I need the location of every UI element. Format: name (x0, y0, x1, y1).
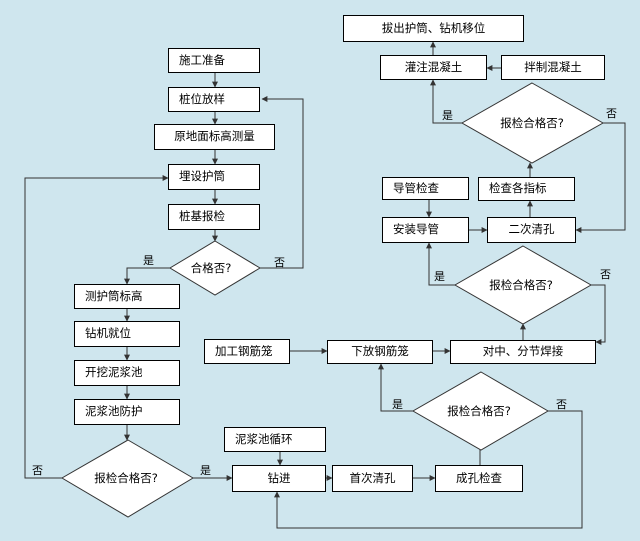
decision-diamond-inspect-4 (460, 82, 605, 164)
step-lower-rebar: 下放钢筋笼 (327, 340, 433, 364)
decision-diamond-inspect-3 (453, 245, 593, 325)
step-pull-casing: 拔出护筒、钻机移位 (343, 15, 524, 42)
decision-text-qualified: 合格否? (190, 261, 232, 275)
edge-label-no: 否 (600, 268, 611, 281)
step-dig-mud-pit: 开挖泥浆池 (74, 360, 180, 386)
step-install-tremie: 安装导管 (382, 217, 469, 243)
edge-label-yes: 是 (392, 398, 403, 411)
step-hole-inspect: 成孔检查 (435, 465, 523, 492)
edge-label-yes: 是 (143, 254, 154, 267)
step-bury-casing: 埋设护筒 (168, 164, 260, 190)
step-process-rebar: 加工钢筋笼 (204, 339, 290, 364)
step-measure-casing-elev: 测护筒标高 (74, 284, 180, 309)
edge-label-no: 否 (606, 107, 617, 120)
edge-label-yes: 是 (200, 464, 211, 477)
decision-diamond-qualified (169, 240, 261, 296)
edge-label-yes: 是 (442, 109, 453, 122)
edge-label-yes: 是 (434, 270, 445, 283)
step-rig-in-place: 钻机就位 (74, 321, 180, 347)
step-first-clean: 首次清孔 (332, 465, 413, 492)
step-check-indices: 检查各指标 (478, 177, 575, 201)
step-align-weld: 对中、分节焊接 (450, 340, 596, 364)
decision-diamond-inspect-1 (61, 439, 194, 518)
decision-text-inspect-4: 报检合格否? (500, 116, 564, 130)
step-drilling: 钻进 (232, 465, 326, 492)
step-mud-circulation: 泥浆池循环 (224, 427, 326, 452)
edge-label-no: 否 (32, 464, 43, 477)
edge-label-no: 否 (274, 256, 285, 269)
step-second-clean: 二次清孔 (487, 217, 576, 243)
step-pile-base-inspect: 桩基报检 (168, 204, 260, 230)
step-mix-concrete: 拌制混凝土 (501, 55, 605, 80)
decision-text-inspect-2: 报检合格否? (447, 404, 511, 418)
decision-diamond-inspect-2 (411, 371, 549, 451)
step-tremie-inspect: 导管检查 (382, 177, 469, 200)
decision-text-inspect-1: 报检合格否? (94, 471, 158, 485)
step-mud-pit-protect: 泥浆池防护 (74, 399, 180, 425)
step-pour-concrete: 灌注混凝土 (380, 55, 487, 80)
step-ground-elevation: 原地面标高测量 (154, 124, 275, 150)
step-pile-layout: 桩位放样 (168, 87, 260, 112)
decision-text-inspect-3: 报检合格否? (489, 278, 553, 292)
step-construction-prep: 施工准备 (168, 48, 260, 73)
edge-label-no: 否 (556, 398, 567, 411)
